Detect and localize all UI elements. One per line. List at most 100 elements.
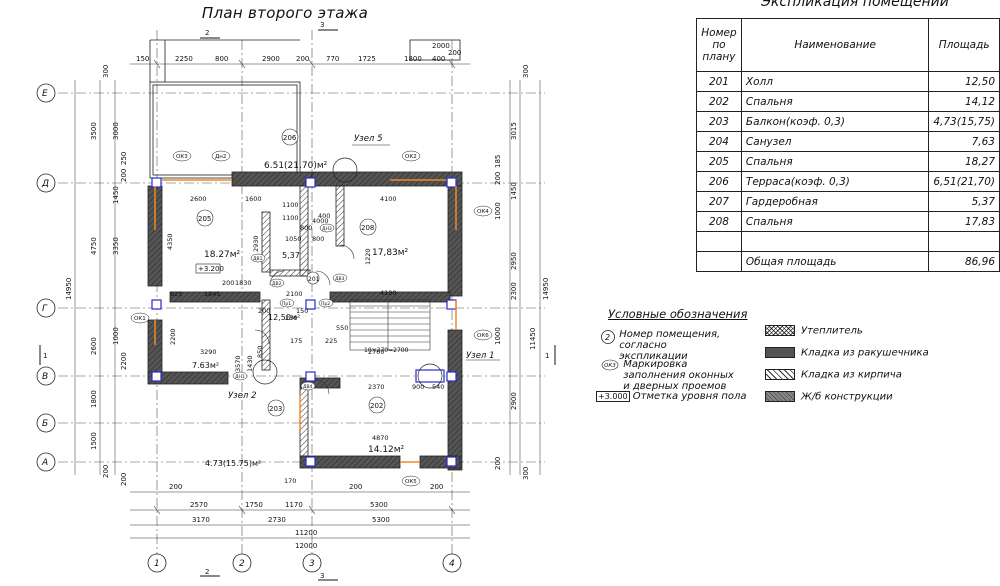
inner-dim: 200 xyxy=(222,279,234,287)
cell-area: 14,12 xyxy=(928,91,1000,112)
material-name: Кладка из кирпича xyxy=(801,369,902,381)
inner-dim: 3570 xyxy=(234,355,242,372)
inner-dim: 200 xyxy=(258,307,270,315)
cell-name: Балкон(коэф. 0,3) xyxy=(740,111,930,132)
opening-mark-symbol-icon: ОК3 xyxy=(601,359,619,371)
dim-top: 200 xyxy=(296,55,309,63)
inner-dim: 1100 xyxy=(282,201,299,209)
dim-right: 300 xyxy=(522,65,530,78)
dim-bottom: 12000 xyxy=(295,542,317,550)
dim-right: 1000 xyxy=(494,202,502,220)
level-sample: +3.000 xyxy=(596,391,630,402)
inner-dim: 540 xyxy=(432,383,444,391)
room-area: 7.63м² xyxy=(192,361,219,370)
legend-opening-mark-text: Маркировка заполнения оконных и дверных … xyxy=(623,359,734,392)
inner-dim: 925 xyxy=(170,290,182,298)
opening-mark: ДН1 xyxy=(235,374,245,380)
dim-top: 400 xyxy=(432,55,445,63)
opening-mark: ДВ1 xyxy=(253,256,263,262)
opening-mark: ДН3 xyxy=(322,226,332,232)
dim-right: 200 xyxy=(494,457,502,470)
cell-number: 201 xyxy=(696,71,742,92)
dim-bottom: 5300 xyxy=(370,501,388,509)
axis-bubble-2: 2 xyxy=(239,559,245,569)
axis-bubble-g: Г xyxy=(42,304,48,314)
dim-left: 250 xyxy=(120,152,128,165)
room-number: 206 xyxy=(283,134,297,142)
cell-number: 202 xyxy=(696,91,742,112)
axis-bubble-v: В xyxy=(42,372,48,382)
opening-mark: ОК1 xyxy=(134,316,146,322)
section-mark: 1 xyxy=(545,352,549,360)
inner-dim: 4870 xyxy=(372,434,389,442)
legend-material-brick: Кладка из кирпича xyxy=(765,369,902,381)
inner-dim: 900 xyxy=(412,383,424,391)
dim-right: 200 xyxy=(494,172,502,185)
shell-swatch-icon xyxy=(765,347,795,358)
material-name: Ж/б конструкции xyxy=(801,391,893,403)
legend-material-insulation: Утеплитель xyxy=(765,325,863,337)
header-name: Наименование xyxy=(740,18,930,72)
explication-title: Экспликация помещений xyxy=(761,0,949,10)
cell-name: Спальня xyxy=(740,91,930,112)
axis-bubble-e: Е xyxy=(42,89,48,99)
insulation-swatch-icon xyxy=(765,325,795,336)
opening-mark: ДВ2 xyxy=(272,281,282,287)
table-row-empty xyxy=(696,231,1000,252)
dim-top: 150 xyxy=(136,55,149,63)
dim-bottom: 11200 xyxy=(295,529,317,537)
header-area: Площадь xyxy=(928,18,1000,72)
dim-top: 2900 xyxy=(262,55,280,63)
axis-bubble-b: Б xyxy=(42,419,48,429)
legend-room-number: 2 Номер помещения, согласно экспликации xyxy=(600,329,729,362)
section-mark: 3 xyxy=(320,21,324,29)
inner-dim: 2100 xyxy=(286,290,303,298)
opening-mark: Пр1 xyxy=(282,301,291,307)
room-number: 202 xyxy=(370,402,383,410)
dim-right: 2900 xyxy=(510,392,518,410)
legend-material-concrete: Ж/б конструкции xyxy=(765,391,893,403)
axis-bubble-4: 4 xyxy=(449,559,455,569)
dim-left: 1450 xyxy=(112,186,120,204)
inner-dim: 550 xyxy=(336,324,348,332)
dim-left: 3500 xyxy=(90,122,98,140)
dim-top: 1725 xyxy=(358,55,376,63)
inner-dim: 1845 xyxy=(204,290,221,298)
room-number: 201 xyxy=(308,276,320,283)
room-number: 203 xyxy=(269,405,282,413)
legend-level: +3.000 Отметка уровня пола xyxy=(596,391,747,402)
room-number: 205 xyxy=(198,215,211,223)
axis-bubble-3: 3 xyxy=(309,559,315,569)
cell-area: 12,50 xyxy=(928,71,1000,92)
dim-right: 11450 xyxy=(529,328,537,350)
total-value: 86,96 xyxy=(928,251,1000,272)
inner-dim: 2930 xyxy=(252,235,260,252)
node-label: Узел 5 xyxy=(354,134,382,144)
dim-left: 200 xyxy=(120,473,128,486)
brick-swatch-icon xyxy=(765,369,795,380)
opening-mark-sample: ОК3 xyxy=(604,363,616,369)
inner-dim: 4100 xyxy=(380,289,397,297)
section-mark: 1 xyxy=(43,352,47,360)
dim-right: 3015 xyxy=(510,122,518,140)
opening-mark: ОК5 xyxy=(405,479,417,485)
explication-header-row: Номер по плану Наименование Площадь xyxy=(696,18,1000,72)
inner-dim: 800 xyxy=(312,235,324,243)
node-label: Узел 1 xyxy=(466,351,494,361)
dim-top: 800 xyxy=(215,55,228,63)
cell-number: 203 xyxy=(696,111,742,132)
cell-number: 208 xyxy=(696,211,742,232)
inner-dim: 1100 xyxy=(282,214,299,222)
opening-mark: ОК3 xyxy=(176,154,188,160)
material-name: Кладка из ракушечника xyxy=(801,347,929,359)
cell-number: 204 xyxy=(696,131,742,152)
inner-dim: 2600 xyxy=(190,195,207,203)
dim-right: 1450 xyxy=(510,182,518,200)
